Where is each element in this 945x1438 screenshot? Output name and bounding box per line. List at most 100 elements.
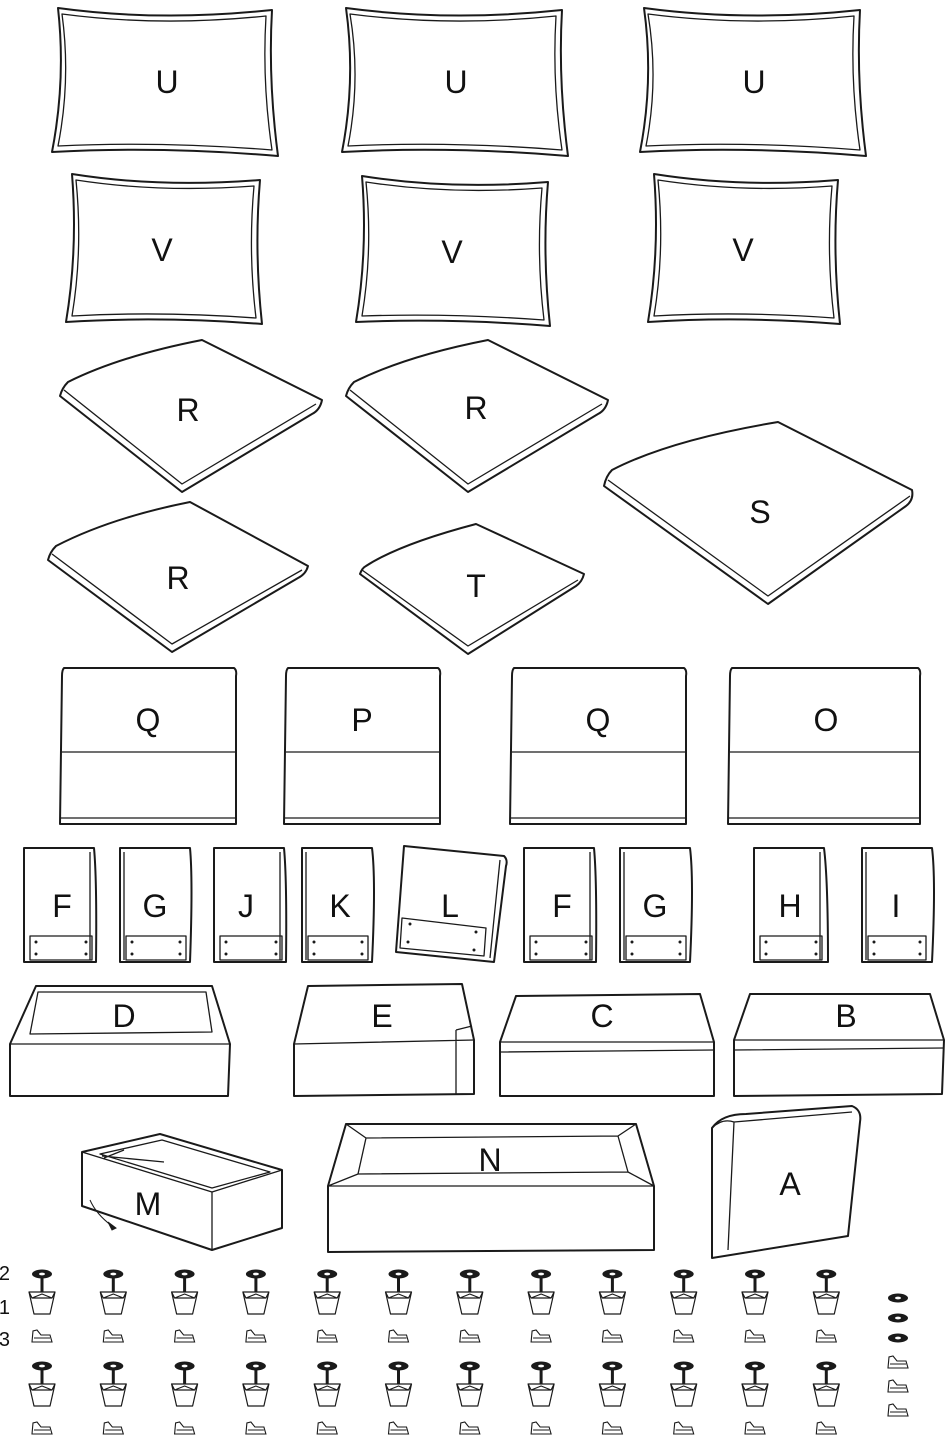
sofa-leg-icon	[386, 1278, 412, 1314]
pillow-small-3: V	[648, 174, 840, 324]
seat-cushion-label: R	[166, 560, 189, 596]
pillow-small-label: V	[441, 234, 463, 270]
bracket-icon	[531, 1330, 551, 1342]
washer-icon	[745, 1362, 765, 1371]
washer-icon	[389, 1270, 409, 1279]
leg-set	[29, 1270, 55, 1343]
back-cushion-label: Q	[136, 702, 161, 738]
sofa-leg-icon	[100, 1370, 126, 1406]
seat-cushion-label: R	[176, 392, 199, 428]
washer-icon	[816, 1270, 836, 1279]
hardware-row-label: 2	[0, 1263, 10, 1285]
hardware-row-label: 3	[0, 1329, 10, 1351]
bracket-icon	[674, 1330, 694, 1342]
sofa-leg-icon	[243, 1370, 269, 1406]
base-unit-label: E	[371, 998, 392, 1034]
washer-icon	[602, 1270, 622, 1279]
seat-cushion-t: T	[360, 524, 584, 654]
leg-set	[742, 1270, 768, 1343]
arm-panel-label: K	[329, 888, 350, 924]
pillow-small-1: V	[66, 174, 262, 324]
leg-set	[528, 1270, 554, 1343]
bracket-icon	[246, 1330, 266, 1342]
back-cushion-label: P	[351, 702, 372, 738]
leg-set	[528, 1362, 554, 1435]
base-unit-b: B	[734, 994, 944, 1096]
pillow-large-2: U	[342, 8, 568, 156]
bracket-icon	[674, 1422, 694, 1434]
back-cushion-p: P	[284, 668, 440, 824]
back-cushion-q-2: Q	[510, 668, 686, 824]
hardware-group	[29, 1270, 908, 1435]
arm-panel-label: G	[643, 888, 668, 924]
washer-icon	[674, 1270, 694, 1279]
sofa-leg-icon	[314, 1370, 340, 1406]
sofa-leg-icon	[172, 1370, 198, 1406]
pillow-large-label: U	[155, 64, 178, 100]
leg-set	[599, 1362, 625, 1435]
bracket-icon	[816, 1422, 836, 1434]
leg-set	[100, 1270, 126, 1343]
sofa-leg-icon	[100, 1278, 126, 1314]
bracket-icon	[389, 1422, 409, 1434]
leg-set	[671, 1362, 697, 1435]
sofa-leg-icon	[742, 1278, 768, 1314]
arm-panel-label: F	[52, 888, 72, 924]
arm-panel-label: G	[143, 888, 168, 924]
washer-icon	[103, 1270, 123, 1279]
sofa-leg-icon	[457, 1370, 483, 1406]
washer-icon	[888, 1294, 908, 1303]
bracket-icon	[103, 1330, 123, 1342]
leg-set	[314, 1270, 340, 1343]
sofa-leg-icon	[813, 1370, 839, 1406]
sofa-leg-icon	[528, 1278, 554, 1314]
arm-panel-label: I	[892, 888, 901, 924]
sofa-leg-icon	[29, 1370, 55, 1406]
sofa-leg-icon	[172, 1278, 198, 1314]
leg-set	[29, 1362, 55, 1435]
sofa-leg-icon	[386, 1370, 412, 1406]
large-part-label: N	[478, 1142, 501, 1178]
back-cushion-label: O	[814, 702, 839, 738]
washer-icon	[460, 1362, 480, 1371]
back-cushion-o: O	[728, 668, 920, 824]
base-unit-c: C	[500, 994, 714, 1096]
large-part-label: M	[135, 1186, 162, 1222]
large-part-label: A	[779, 1166, 801, 1202]
arm-panel-g-1: G	[120, 848, 192, 962]
leg-set	[172, 1270, 198, 1343]
bracket-icon	[745, 1422, 765, 1434]
arm-panel-g-2: G	[620, 848, 692, 962]
washer-icon	[531, 1270, 551, 1279]
leg-set	[813, 1270, 839, 1343]
arm-panel-f-2: F	[524, 848, 596, 962]
sofa-leg-icon	[29, 1278, 55, 1314]
leg-set	[671, 1270, 697, 1343]
sofa-leg-icon	[528, 1370, 554, 1406]
washer-icon	[246, 1362, 266, 1371]
bracket-icon	[317, 1330, 337, 1342]
bracket-icon	[175, 1422, 195, 1434]
sofa-leg-icon	[671, 1370, 697, 1406]
washer-icon	[745, 1270, 765, 1279]
bracket-icon	[531, 1422, 551, 1434]
pillow-small-label: V	[151, 232, 173, 268]
bracket-icon	[602, 1422, 622, 1434]
bracket-icon	[103, 1422, 123, 1434]
seat-cushion-label: T	[466, 568, 486, 604]
arm-panel-label: J	[238, 888, 254, 924]
bracket-icon	[460, 1330, 480, 1342]
sofa-leg-icon	[599, 1370, 625, 1406]
base-unit-e: E	[294, 984, 474, 1096]
bracket-icon	[888, 1404, 908, 1416]
pillow-small-label: V	[732, 232, 754, 268]
leg-set	[243, 1270, 269, 1343]
storage-ottoman-m: M	[82, 1134, 282, 1250]
washer-icon	[816, 1362, 836, 1371]
leg-set	[100, 1362, 126, 1435]
backrest-panel-a: A	[712, 1106, 860, 1258]
washer-icon	[32, 1270, 52, 1279]
washer-icon	[246, 1270, 266, 1279]
arm-panel-label: L	[441, 888, 459, 924]
